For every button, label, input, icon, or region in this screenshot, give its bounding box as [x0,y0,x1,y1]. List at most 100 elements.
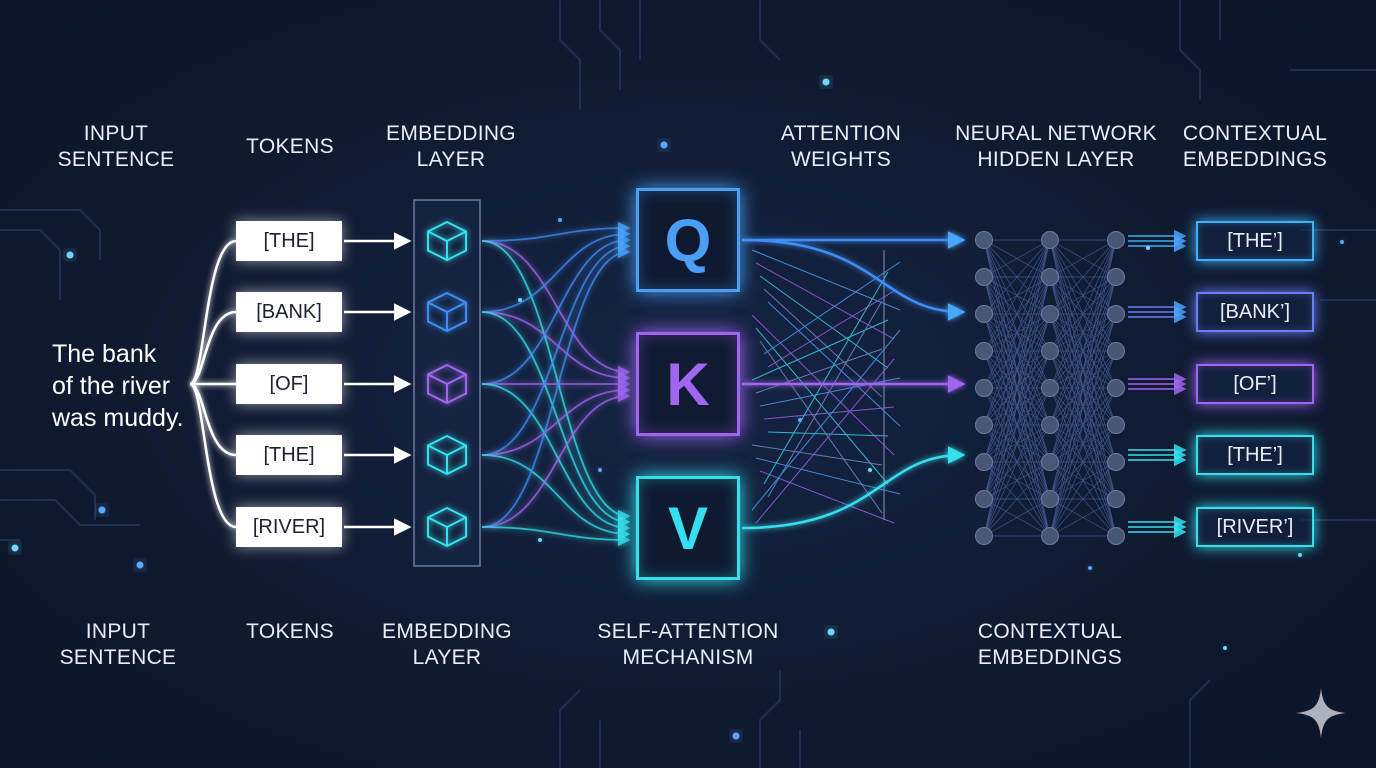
value-output [741,446,966,530]
token-box: [BANK] [236,292,342,332]
nn-node [1107,342,1125,360]
header-input-sentence: INPUT SENTENCE [57,122,175,171]
nn-edge [983,350,1051,537]
glow-particle [1223,646,1227,650]
branch-line [189,239,237,386]
header-contextual-embeddings: CONTEXTUAL EMBEDDINGS [1182,122,1328,171]
glow-particle [1088,566,1092,570]
embedding-connection [481,389,631,528]
nn-node [1107,490,1125,508]
attention-line [763,406,895,420]
embedding-connection [481,239,631,456]
nn-edge [983,424,1051,537]
nn-node [975,416,993,434]
nn-edge [983,276,1051,537]
query-output [741,238,966,321]
attention-line [767,300,883,498]
header-hidden-layer: NEURAL NETWORK HIDDEN LAYER [955,122,1157,171]
nn-edge [1049,239,1117,500]
token-box: [RIVER] [236,507,342,547]
nn-node [1107,305,1125,323]
embedding-cubes [427,220,467,548]
nn-node [975,305,993,323]
nn-edge [983,239,1051,352]
nn-edge [1049,387,1117,537]
nn-node [975,453,993,471]
header-attention-weights: ATTENTION WEIGHTS [780,122,902,171]
glow-particle [660,141,668,149]
cube-icon [427,434,467,476]
embedding-connection [481,245,631,528]
embedding-connection [481,454,631,541]
glow-particles [11,78,1344,740]
header-embedding-layer: EMBEDDING LAYER [386,122,516,171]
glow-particle [518,298,522,302]
nn-edge [1049,498,1117,537]
attention-weight-lines [751,249,901,524]
nn-edge [983,239,1051,537]
attention-line [759,275,889,369]
sentence-branches [189,239,237,529]
glow-particle [827,628,835,636]
embedding-connection [481,383,631,456]
nn-node [1107,453,1125,471]
nn-edge [983,239,1051,463]
nn-edge [1049,424,1117,537]
glow-particle [1146,246,1150,250]
qkv-to-hidden-connections [741,231,966,530]
embedding-connection [481,233,631,385]
nn-node [1041,379,1059,397]
nn-node [1041,490,1059,508]
embedding-connection [481,227,631,313]
nn-node [975,268,993,286]
contextual-token-box: [RIVER’] [1196,507,1314,547]
contextual-token-box: [THE’] [1196,435,1314,475]
footer-input-sentence: INPUT SENTENCE [59,620,177,669]
embedding-to-qkv-connections [481,221,631,547]
cube-icon [427,291,467,333]
nn-edge [983,239,1051,315]
nn-node [1107,416,1125,434]
branch-line [189,382,237,529]
glow-particle [11,544,19,552]
attention-line [767,431,889,437]
branch-line [189,310,237,386]
nn-edge [983,387,1051,537]
nn-node [1041,305,1059,323]
nn-node [1041,342,1059,360]
nn-node [975,527,993,545]
cube-icon [427,363,467,405]
nn-node [975,490,993,508]
attention-line [763,288,883,398]
embedding-connection [481,526,631,547]
nn-node [975,379,993,397]
nn-edge [983,239,1051,500]
footer-self-attention: SELF-ATTENTION MECHANISM [597,620,779,669]
embedding-connection [481,221,631,242]
contextual-token-box: [BANK’] [1196,292,1314,332]
contextual-token-box: [OF’] [1196,364,1314,404]
glow-particle [732,732,740,740]
glow-particle [538,538,542,542]
hidden-layer-nodes [975,231,1125,545]
nn-edge [1049,350,1117,537]
nn-edge [983,239,1051,389]
nn-node [1041,527,1059,545]
nn-node [1107,231,1125,249]
embedding-connection [481,240,631,379]
attention-line [755,262,895,340]
token-box: [THE] [236,221,342,261]
glow-particle [868,468,872,472]
nn-node [1041,453,1059,471]
nn-edge [1049,239,1117,389]
token-box: [OF] [236,364,342,404]
nn-edge [1049,239,1117,463]
glow-particle [558,218,562,222]
query-box: Q [636,188,740,292]
nn-edge [983,498,1051,537]
attention-line [751,249,901,311]
value-box: V [636,476,740,580]
